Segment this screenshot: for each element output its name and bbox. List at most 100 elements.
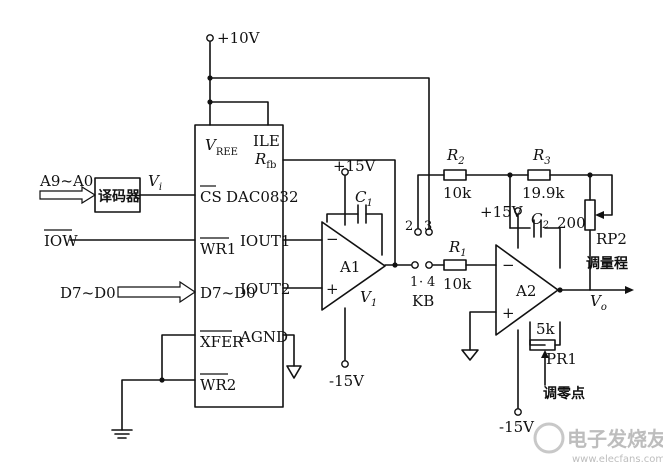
ground-icon [461,349,479,361]
opamp-a2 [495,244,559,336]
junction-dot [207,99,213,105]
junctions [159,75,593,383]
v1-label: V1 [360,288,377,309]
vo-label: Vo [590,292,607,313]
junction-dot [587,172,593,178]
switch-pin2-label: 2 [405,219,413,234]
a1-vminus-terminal [341,360,349,368]
dac-wr2-pin: WR2 [200,376,236,394]
dac-iout2-pin: IOUT2 [240,280,290,298]
opamp-a1 [321,221,386,311]
dac-cs-pin: CS [200,188,222,206]
resistor-r2 [443,169,467,181]
pr1-value: 5k [536,320,556,338]
switch-pin4-terminal [425,261,433,269]
data-bus-label: D7~D0 [60,284,116,302]
dac-data-pin: D7~D0 [200,284,256,302]
r3-label: R3 [532,146,551,167]
pr1-note: 调零点 [543,385,585,402]
a2-name: A2 [515,282,536,300]
dac-chip-name: DAC0832 [226,188,299,206]
c1-left-wire [326,213,359,223]
rfb-line-wire [209,77,430,229]
junction-dot [392,262,398,268]
resistor-r3 [527,169,551,181]
rp2-wiper-arrow [595,211,604,219]
c1-label: C1 [355,188,373,209]
r1-value: 10k [443,275,472,293]
ground-icon [111,429,133,439]
switch-pin1-label: 1 [410,275,418,290]
a2-plus-label: + [502,304,515,322]
dac-vref-pin: VREE [205,136,238,158]
switch-pin3-label: 3 [424,219,432,234]
pr1-wiper-arrow [541,350,549,358]
r2-left-wire [417,174,445,229]
switch-pin1-terminal [411,261,419,269]
potentiometer-rp2 [584,199,596,231]
switch-pin3-terminal [425,228,433,236]
watermark-logo-icon [533,422,565,454]
r3-value: 19.9k [522,184,565,202]
dac-agnd-pin: AGND [239,328,288,346]
address-bus-arrow [39,185,97,205]
a1-name: A1 [339,258,360,276]
data-bus-arrow [117,280,197,304]
a2-minus-label: − [502,256,515,274]
rp2-label: RP2 [596,230,627,248]
resistor-r1 [443,259,467,271]
a1-vminus-label: -15V [329,372,365,390]
r2-value: 10k [443,184,472,202]
junction-dot [159,377,165,383]
dac-iout1-pin: IOUT1 [240,232,290,250]
ground-icon [286,365,302,379]
watermark-url: www.elecfans.com [572,454,663,465]
dac-ile-pin: ILE [253,132,280,150]
junction-dot [557,287,563,293]
a1-feedback-wire [282,159,396,266]
rp2-wiper-wire [589,174,613,216]
switch-dash: · [419,275,423,290]
pr1-right-wire [554,321,561,346]
potentiometer-pr1 [529,339,556,351]
dac-rfb-pin: Rfb [254,150,276,171]
pr1-label: PR1 [546,350,577,368]
switch-name: KB [412,292,434,310]
xfer-wr2-wire [161,334,196,381]
rp2-note: 调量程 [586,256,628,272]
iow-label: IOW [44,232,78,250]
output-arrow [625,286,634,294]
c2-label: C2 [531,210,549,231]
dac0832-chip [194,124,284,408]
a1-vplus-label: +15V [333,157,377,175]
r1-label: R1 [448,238,467,259]
a2-plus-wire [469,311,497,351]
watermark-brand: 电子发烧友 [567,427,663,451]
dac-wr1-pin: WR1 [200,240,236,258]
rp2-value: 200 [557,214,586,232]
a1-plus-label: + [326,280,339,298]
terminals [206,34,522,416]
a1-vplus-terminal [341,168,349,176]
r2-label: R2 [446,146,465,167]
ground-left-wire [121,379,163,431]
a2-vplus-terminal [514,207,522,215]
c2-right-wire [544,227,561,269]
switch-pin4-label: 4 [427,275,435,290]
wires [69,41,626,431]
vref-loop-wire [209,101,269,126]
junction-dot [207,75,213,81]
watermark: 电子发烧友 www.elecfans.com [533,422,663,465]
dac-xfer-pin: XFER [200,333,244,351]
ground-symbols [111,349,479,439]
switch-pin2-terminal [414,228,422,236]
a2-vminus-label: -15V [499,418,535,436]
a1-minus-label: − [326,230,339,248]
vplus10-terminal [206,34,214,42]
decoder-label: 译码器 [98,189,141,205]
agnd-wire [282,334,295,367]
a2-vplus-label: +15V [480,203,524,221]
decoder-block [94,177,141,213]
c1-right-wire [365,213,383,256]
